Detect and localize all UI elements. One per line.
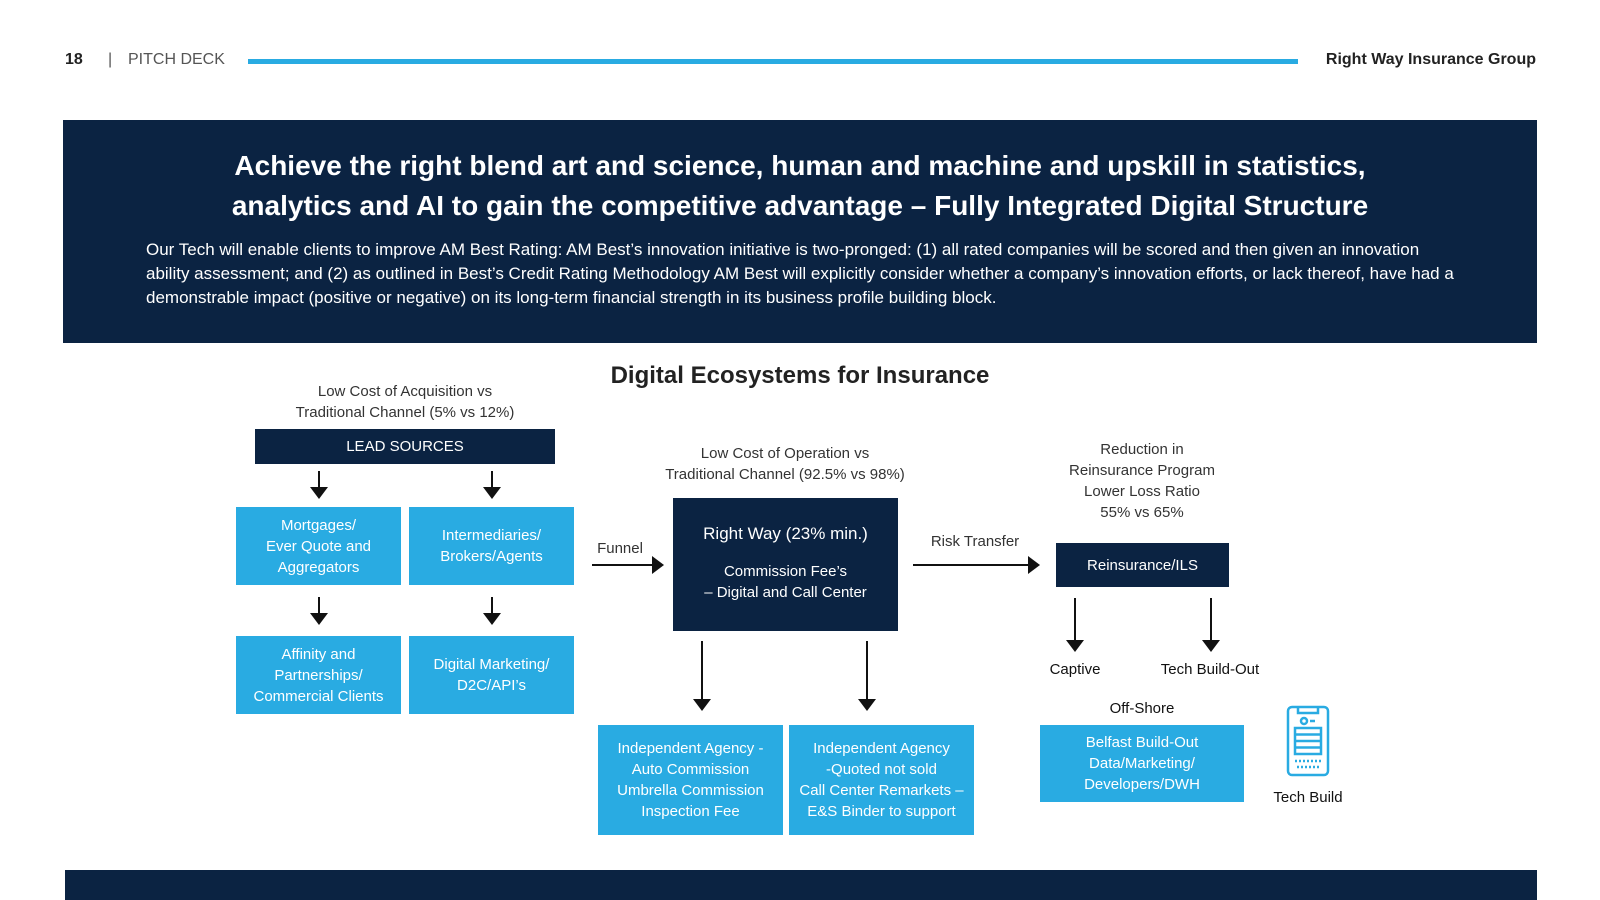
arrow-down xyxy=(1066,598,1084,652)
funnel-label: Funnel xyxy=(597,540,643,557)
arrow-down xyxy=(858,641,876,711)
banner: Achieve the right blend art and science,… xyxy=(63,120,1537,343)
agency-box-auto: Independent Agency - Auto Commission Umb… xyxy=(598,725,783,835)
server-document-icon xyxy=(1286,705,1330,777)
operation-note: Low Cost of Operation vs Traditional Cha… xyxy=(665,445,905,483)
offshore-label: Off-Shore xyxy=(1109,700,1175,717)
agency-box-quoted: Independent Agency -Quoted not sold Call… xyxy=(789,725,974,835)
arrow-down xyxy=(483,471,501,499)
company-name: Right Way Insurance Group xyxy=(1325,51,1536,68)
footer-bar xyxy=(65,870,1537,900)
arrow-down xyxy=(310,597,328,625)
risk-transfer-label: Risk Transfer xyxy=(930,533,1020,550)
right-way-subtitle: Commission Fee’s – Digital and Call Cent… xyxy=(704,563,867,601)
section-label: PITCH DECK xyxy=(128,51,225,68)
risk-transfer-arrow xyxy=(913,556,1040,574)
header-rule xyxy=(248,59,1298,64)
right-way-title: Right Way (23% min.) xyxy=(703,524,868,543)
lead-sources-header: LEAD SOURCES xyxy=(255,429,555,464)
lead-box-mortgages: Mortgages/ Ever Quote and Aggregators xyxy=(236,507,401,585)
diagram-title: Digital Ecosystems for Insurance xyxy=(610,362,990,389)
right-way-box: Right Way (23% min.) Commission Fee’s – … xyxy=(673,498,898,631)
header-separator: | xyxy=(108,51,113,68)
lead-box-affinity: Affinity and Partnerships/ Commercial Cl… xyxy=(236,636,401,714)
arrow-down xyxy=(693,641,711,711)
banner-body: Our Tech will enable clients to improve … xyxy=(146,240,1454,307)
belfast-box: Belfast Build-Out Data/Marketing/ Develo… xyxy=(1040,725,1244,802)
tech-build-label: Tech Build xyxy=(1273,789,1343,806)
arrow-down xyxy=(1202,598,1220,652)
arrow-down xyxy=(483,597,501,625)
tech-buildout-label: Tech Build-Out xyxy=(1160,661,1260,678)
acquisition-note: Low Cost of Acquisition vs Traditional C… xyxy=(295,383,515,421)
reinsurance-note: Reduction in Reinsurance Program Lower L… xyxy=(1069,441,1215,521)
arrow-down xyxy=(310,471,328,499)
lead-box-digital-marketing: Digital Marketing/ D2C/API’s xyxy=(409,636,574,714)
funnel-arrow xyxy=(592,556,664,574)
reinsurance-box: Reinsurance/ILS xyxy=(1056,543,1229,587)
lead-box-intermediaries: Intermediaries/ Brokers/Agents xyxy=(409,507,574,585)
captive-label: Captive xyxy=(1049,661,1101,678)
banner-title: Achieve the right blend art and science,… xyxy=(231,150,1369,221)
page-number: 18 xyxy=(65,51,83,68)
